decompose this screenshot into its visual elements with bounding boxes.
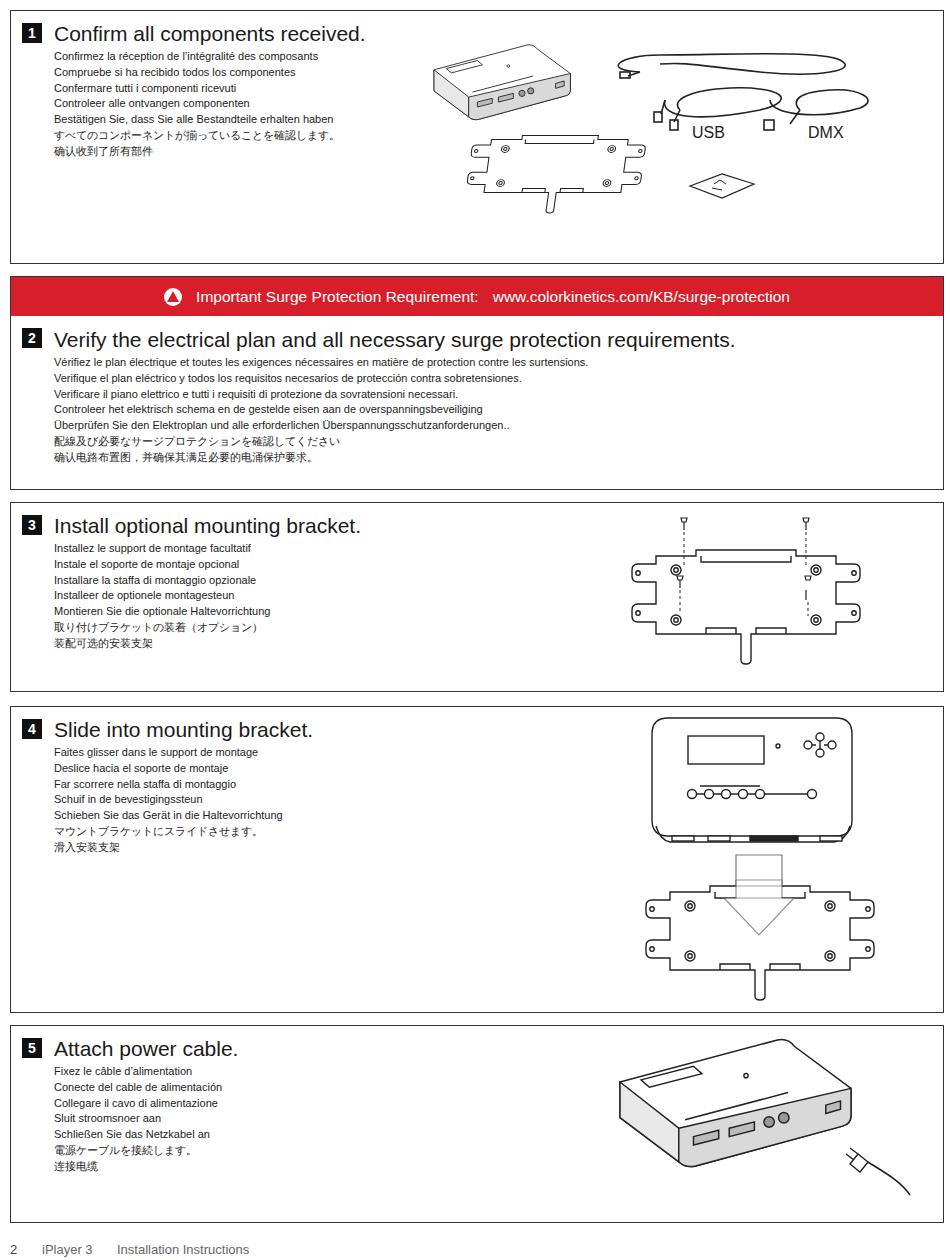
translation-line: 装配可选的安装支架 <box>54 636 361 652</box>
step-text: Slide into mounting bracket. Faites gliss… <box>54 717 313 856</box>
translation-line: Instale el soporte de montaje opcional <box>54 557 361 573</box>
cable-label: DMX <box>808 124 844 142</box>
step-number-text: 5 <box>28 1040 36 1056</box>
step-number: 5 <box>22 1038 42 1058</box>
translation-line: Controleer het elektrisch schema en de g… <box>54 402 736 418</box>
warning-icon <box>164 288 182 306</box>
translation-line: Überprüfen Sie den Elektroplan und alle … <box>54 418 736 434</box>
step-number: 3 <box>22 515 42 535</box>
translation-line: Verificare il piano elettrico e tutti i … <box>54 387 736 403</box>
step-heading: Confirm all components received. <box>54 21 366 47</box>
translation-line: Schuif in de bevestigingssteun <box>54 792 313 808</box>
translation-line: Installeer de optionele montagesteun <box>54 588 361 604</box>
step-panel: Install optional mounting bracket. Instal… <box>10 502 944 692</box>
translation-line: 取り付けブラケットの装着（オプション） <box>54 620 361 636</box>
translation-line: Fixez le câble d’alimentation <box>54 1064 238 1080</box>
translation-line: Verifique el plan eléctrico y todos los … <box>54 371 736 387</box>
url-link: www.colorkinetics.com/KB/surge-protectio… <box>493 288 790 306</box>
translation-line: Vérifiez le plan électrique et toutes le… <box>54 355 736 371</box>
translation-line: 确认电路布置图，并确保其满足必要的电涌保护要求。 <box>54 450 736 466</box>
footer-title: Installation Instructions <box>117 1242 249 1257</box>
translation-line: 连接电缆 <box>54 1159 238 1175</box>
translation-line: 電源ケーブルを接続します。 <box>54 1143 238 1159</box>
translation-line: Confirmez la réception de l’intégralité … <box>54 49 366 65</box>
translation-line: Installez le support de montage facultat… <box>54 541 361 557</box>
translation-line: Bestätigen Sie, dass Sie alle Bestandtei… <box>54 112 366 128</box>
step-heading: Verify the electrical plan and all neces… <box>54 327 736 353</box>
footer-title: iPlayer 3 <box>42 1242 93 1257</box>
translation-line: Deslice hacia el soporte de montaje <box>54 761 313 777</box>
step-number-text: 2 <box>28 330 36 346</box>
translation-line: Schieben Sie das Gerät in die Haltevorri… <box>54 808 313 824</box>
step-panel: Slide into mounting bracket. Faites gliss… <box>10 706 944 1013</box>
translation-line: Confermare tutti i componenti ricevuti <box>54 81 366 97</box>
translation-line: Conecte del cable de alimentación <box>54 1080 238 1096</box>
translation-line: 配線及び必要なサージプロテクションを確認してください <box>54 434 736 450</box>
step-text: Confirm all components received. Confirme… <box>54 21 366 160</box>
step-number-text: 4 <box>28 721 36 737</box>
banner-text: Important Surge Protection Requirement: <box>196 288 479 306</box>
warning-banner: Important Surge Protection Requirement: w… <box>11 277 943 316</box>
step-number-text: 3 <box>28 517 36 533</box>
cable-label: USB <box>692 124 725 142</box>
translation-line: Collegare il cavo di alimentazione <box>54 1096 238 1112</box>
step-heading: Slide into mounting bracket. <box>54 717 313 743</box>
translation-line: Controleer alle ontvangen componenten <box>54 96 366 112</box>
step-text: Attach power cable. Fixez le câble d’alim… <box>54 1036 238 1175</box>
step-panel: Verify the electrical plan and all neces… <box>10 276 944 490</box>
step-text: Install optional mounting bracket. Instal… <box>54 513 361 652</box>
translation-line: Sluit stroomsnoer aan <box>54 1111 238 1127</box>
step-text: Verify the electrical plan and all neces… <box>54 327 736 466</box>
step-number: 4 <box>22 719 42 739</box>
translation-line: Faites glisser dans le support de montag… <box>54 745 313 761</box>
translation-line: Compruebe si ha recibido todos los compo… <box>54 65 366 81</box>
translation-line: Installare la staffa di montaggio opzion… <box>54 573 361 589</box>
translation-line: 确认收到了所有部件 <box>54 144 366 160</box>
page-number: 2 <box>10 1242 17 1257</box>
step-heading: Attach power cable. <box>54 1036 238 1062</box>
step-panel: Attach power cable. Fixez le câble d’alim… <box>10 1025 944 1223</box>
translation-line: 滑入安装支架 <box>54 840 313 856</box>
translation-line: すべてのコンポーネントが揃っていることを確認します。 <box>54 128 366 144</box>
step-number-text: 1 <box>28 25 36 41</box>
step-panel: Confirm all components received. Confirme… <box>10 10 944 264</box>
step-number: 2 <box>22 328 42 348</box>
translation-line: マウントブラケットにスライドさせます。 <box>54 824 313 840</box>
step-number: 1 <box>22 23 42 43</box>
translation-line: Schließen Sie das Netzkabel an <box>54 1127 238 1143</box>
translation-line: Montieren Sie die optionale Haltevorrich… <box>54 604 361 620</box>
step-heading: Install optional mounting bracket. <box>54 513 361 539</box>
translation-line: Far scorrere nella staffa di montaggio <box>54 777 313 793</box>
